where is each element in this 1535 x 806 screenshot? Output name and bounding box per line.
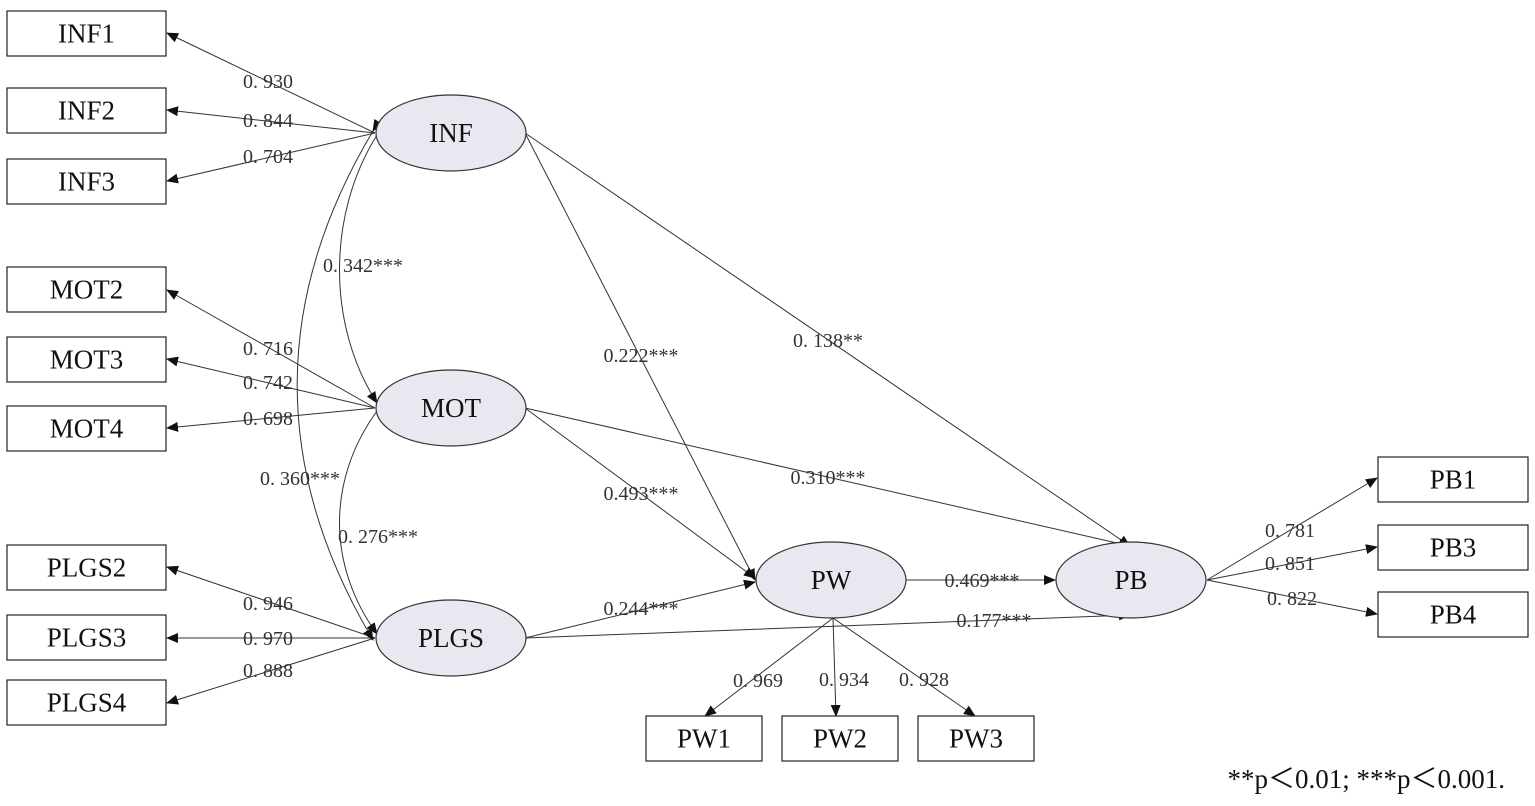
node-label: MOT3: [50, 345, 124, 375]
node-pw1: PW1: [645, 715, 763, 762]
node-label: MOT4: [50, 414, 124, 444]
node-mot: MOT: [375, 369, 527, 447]
node-mot3: MOT3: [6, 336, 167, 383]
path-label-inf-pw: 0.222***: [604, 345, 679, 367]
node-pb1: PB1: [1377, 456, 1529, 503]
node-inf3: INF3: [6, 158, 167, 205]
loading-plgs3: 0. 970: [243, 628, 293, 650]
node-label: PB3: [1430, 533, 1477, 563]
node-label: PW: [811, 565, 852, 595]
path-label-mot-pb: 0.310***: [791, 467, 866, 489]
path-mot-pw: [524, 407, 756, 579]
node-inf: INF: [375, 94, 527, 172]
node-label: PW2: [813, 724, 867, 754]
edge-inf-inf3: [166, 132, 376, 184]
edge-mot-mot3: [166, 356, 376, 409]
corr-inf-plgs: [296, 118, 383, 641]
path-label-mot-pw: 0.493***: [604, 483, 679, 505]
path-label-plgs-pw: 0.244***: [604, 598, 679, 620]
loading-pw2: 0. 934: [819, 669, 869, 691]
loading-plgs4: 0. 888: [243, 660, 293, 682]
path-plgs-pb: [524, 610, 1131, 639]
loading-pw3: 0. 928: [899, 669, 949, 691]
path-mot-pb: [524, 407, 1131, 549]
node-label: PW1: [677, 724, 731, 754]
loading-inf2: 0. 844: [243, 110, 293, 132]
node-label: MOT2: [50, 275, 124, 305]
node-plgs: PLGS: [375, 599, 527, 677]
node-label: PLGS2: [47, 553, 127, 583]
node-label: PLGS3: [47, 623, 127, 653]
node-label: PLGS: [418, 623, 484, 653]
node-label: PB: [1114, 565, 1147, 595]
node-label: PLGS4: [47, 688, 127, 718]
loading-inf1: 0. 930: [243, 71, 293, 93]
path-inf-pw: [524, 132, 756, 581]
node-pb3: PB3: [1377, 524, 1529, 571]
edge-pw-pw3: [832, 617, 976, 717]
edges: [166, 32, 1378, 717]
edge-mot-mot4: [166, 407, 376, 432]
path-label-inf-pb: 0. 138**: [793, 330, 863, 352]
loading-pw1: 0. 969: [733, 670, 783, 692]
path-inf-pb: [524, 132, 1131, 547]
loading-plgs2: 0. 946: [243, 593, 293, 615]
significance-note: **p＜0.01; ***p＜0.001.: [1227, 764, 1505, 794]
edge-pb-pb1: [1206, 477, 1378, 581]
loading-inf3: 0. 704: [243, 146, 293, 168]
node-mot2: MOT2: [6, 266, 167, 313]
path-label-pw-pb: 0.469***: [945, 570, 1020, 592]
edge-inf-inf1: [166, 32, 376, 134]
node-label: INF1: [58, 19, 115, 49]
observed-variables: INF1 INF2 INF3 MOT2 MOT3 MOT4 PLGS2 P: [6, 10, 1529, 762]
node-label: PB1: [1430, 465, 1477, 495]
node-inf2: INF2: [6, 87, 167, 134]
node-plgs2: PLGS2: [6, 544, 167, 591]
node-pw3: PW3: [917, 715, 1035, 762]
node-plgs3: PLGS3: [6, 614, 167, 661]
loading-pb4: 0. 822: [1267, 588, 1317, 610]
edge-inf-inf2: [166, 106, 376, 134]
corr-mot-plgs: [339, 399, 388, 635]
node-inf1: INF1: [6, 10, 167, 57]
loading-pb1: 0. 781: [1265, 520, 1315, 542]
edge-pw-pw2: [830, 617, 841, 717]
corr-inf-mot: [339, 123, 388, 404]
node-pb4: PB4: [1377, 591, 1529, 638]
node-label: INF: [429, 118, 473, 148]
node-pw: PW: [755, 541, 907, 619]
corr-label-inf-plgs: 0. 360***: [260, 468, 340, 490]
latent-variables: INF MOT PLGS PW PB: [375, 94, 1207, 677]
node-label: MOT: [421, 393, 482, 423]
node-pb: PB: [1055, 541, 1207, 619]
node-label: INF2: [58, 96, 115, 126]
loading-mot2: 0. 716: [243, 338, 293, 360]
edge-plgs-plgs4: [166, 637, 376, 705]
node-label: PB4: [1430, 600, 1477, 630]
edge-plgs-plgs2: [166, 565, 376, 639]
corr-label-mot-plgs: 0. 276***: [338, 526, 418, 548]
edge-pb-pb4: [1206, 579, 1378, 617]
loading-mot3: 0. 742: [243, 372, 293, 394]
loading-mot4: 0. 698: [243, 408, 293, 430]
edge-pb-pb3: [1206, 544, 1378, 581]
node-pw2: PW2: [781, 715, 899, 762]
node-mot4: MOT4: [6, 405, 167, 452]
node-label: PW3: [949, 724, 1003, 754]
edge-mot-mot2: [166, 289, 376, 409]
edge-pw-pw1: [704, 617, 834, 717]
loading-pb3: 0. 851: [1265, 553, 1315, 575]
node-label: INF3: [58, 167, 115, 197]
node-plgs4: PLGS4: [6, 679, 167, 726]
corr-label-inf-mot: 0. 342***: [323, 255, 403, 277]
path-label-plgs-pb: 0.177***: [957, 610, 1032, 632]
coefficient-labels: 0. 930 0. 844 0. 704 0. 716 0. 742 0. 69…: [243, 71, 1317, 692]
path-plgs-pw: [524, 579, 756, 639]
